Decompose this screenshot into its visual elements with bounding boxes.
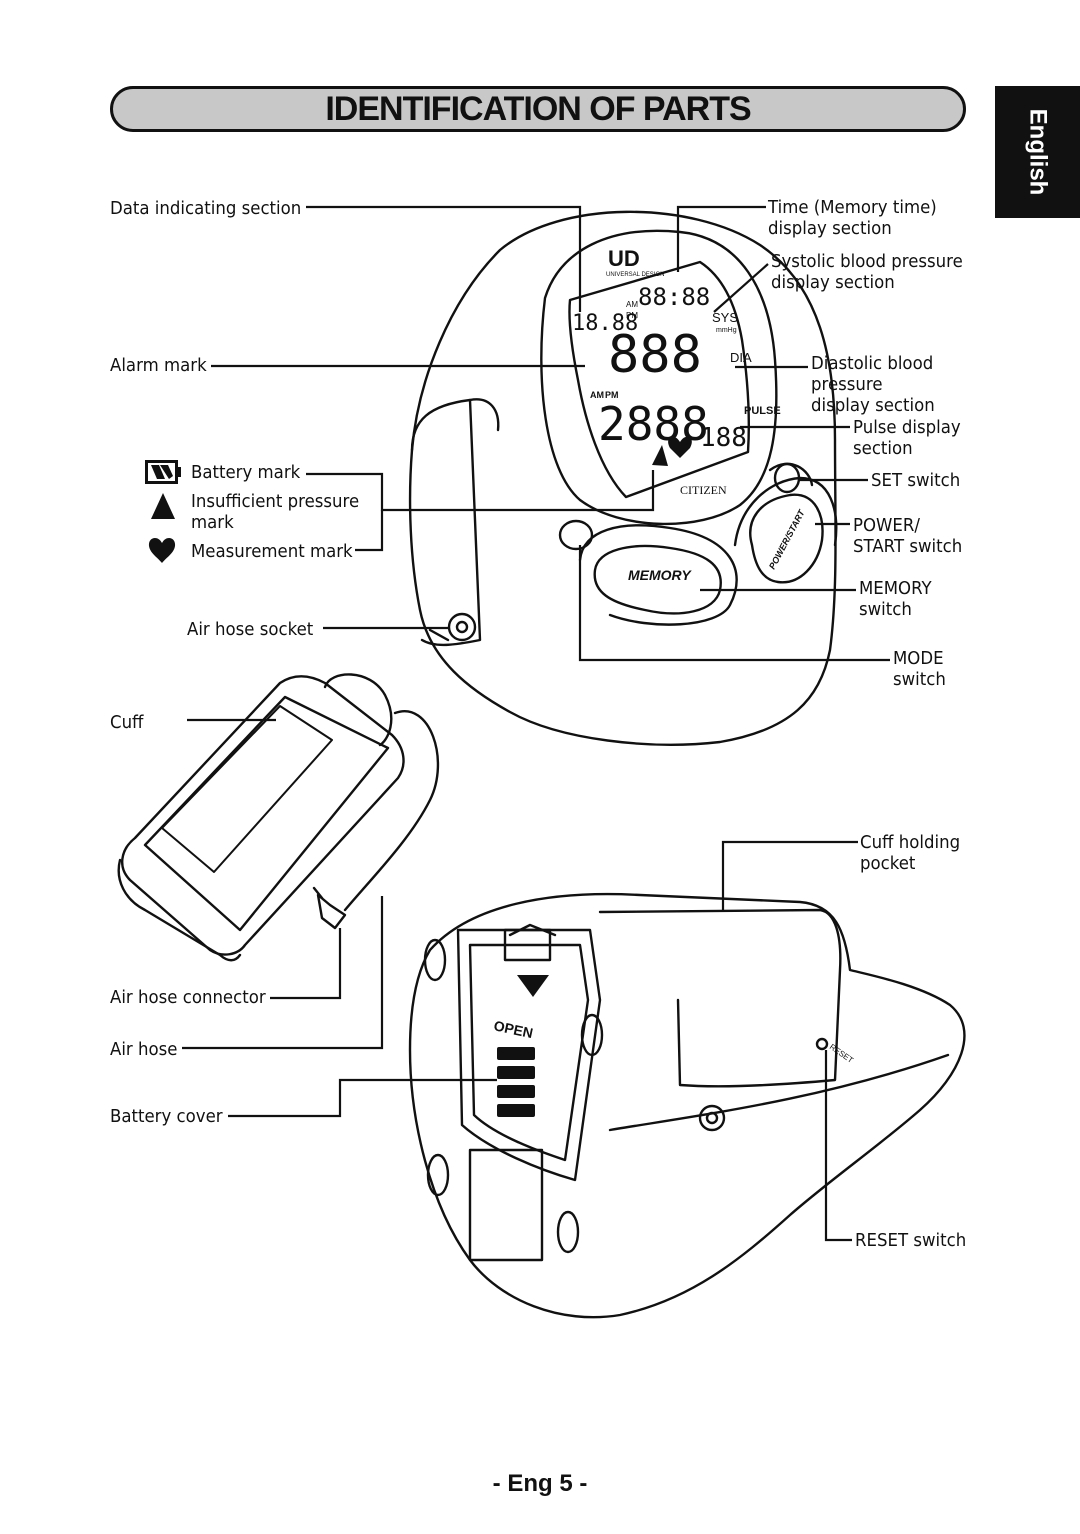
lcd-heart-icon: [668, 436, 692, 458]
label-air-hose-socket: Air hose socket: [187, 619, 314, 640]
label-data-indicating-section: Data indicating section: [110, 198, 302, 219]
label-alarm-mark: Alarm mark: [110, 355, 207, 376]
lcd-time: 88:88: [638, 283, 710, 311]
lcd-dia-value: 2888: [598, 397, 709, 451]
lcd-pulse-label: PULSE: [744, 405, 781, 417]
lcd-ampm-pm: PM: [605, 390, 619, 400]
cuff-shape: [121, 675, 405, 956]
power-button-text: POWER/START: [767, 507, 807, 571]
label-diastolic-display-section: Diastolic blood pressure display section: [811, 353, 935, 416]
label-cuff-holding-pocket: Cuff holding pocket: [860, 832, 961, 874]
lcd-am: AM: [626, 300, 638, 309]
lcd-segments: [497, 436, 692, 1117]
lcd-sys-label: SYS: [712, 310, 738, 325]
memory-button-text: MEMORY: [628, 567, 692, 583]
label-battery-cover: Battery cover: [110, 1106, 223, 1127]
leader-lines: [182, 205, 890, 1242]
reset-text: RESET: [828, 1042, 855, 1065]
air-hose-socket-shape: [447, 612, 477, 642]
label-air-hose: Air hose: [110, 1039, 178, 1060]
device-logo-sub: UNIVERSAL DESIGN: [606, 272, 664, 278]
language-tab: English: [995, 86, 1080, 218]
page-number: - Eng 5 -: [492, 1470, 588, 1497]
battery-cover-shape: [456, 928, 602, 1182]
device-logo: UD: [608, 246, 640, 271]
main-unit-body: [408, 210, 837, 746]
page-title-bar: IDENTIFICATION OF PARTS: [110, 86, 966, 132]
label-mode-switch: MODE switch: [893, 648, 946, 690]
open-arrow-icon: [517, 975, 549, 997]
label-memory-switch: MEMORY switch: [859, 578, 932, 620]
label-reset-switch: RESET switch: [855, 1230, 967, 1251]
label-set-switch: SET switch: [871, 470, 961, 491]
battery-icon: [145, 460, 181, 484]
label-systolic-display-section: Systolic blood pressure display section: [771, 251, 963, 293]
battery-open-text: OPEN: [492, 1017, 534, 1041]
lcd-ampm: AM: [590, 390, 604, 400]
label-air-hose-connector: Air hose connector: [110, 987, 266, 1008]
lcd-pulse-value: 188: [700, 423, 747, 453]
lcd-date: 18.88: [572, 311, 638, 336]
label-cuff: Cuff: [110, 712, 144, 733]
page-title: IDENTIFICATION OF PARTS: [325, 89, 751, 128]
lcd-insufficient-icon: [652, 445, 668, 466]
label-pulse-display-section: Pulse display section: [853, 417, 961, 459]
label-battery-mark: Battery mark: [191, 462, 301, 483]
lcd-dia-label: DIA: [730, 350, 752, 365]
insufficient-pressure-icon: [151, 493, 175, 519]
label-time-display-section: Time (Memory time) display section: [768, 197, 937, 239]
bottom-unit-body: [408, 892, 966, 1319]
display-housing: [540, 229, 778, 526]
label-insufficient-pressure-mark: Insufficient pressure mark: [191, 491, 360, 533]
lcd-sys-unit: mmHg: [716, 327, 737, 334]
mode-switch-shape: [558, 519, 594, 551]
lcd-pm: PM: [626, 311, 638, 320]
power-start-button-shape: [749, 493, 824, 584]
label-measurement-mark: Measurement mark: [191, 541, 353, 562]
device-brand: CITIZEN: [680, 483, 727, 497]
heart-icon: [148, 537, 176, 563]
lcd-sys-value: 888: [608, 325, 702, 385]
label-power-start-switch: POWER/ START switch: [853, 515, 963, 557]
